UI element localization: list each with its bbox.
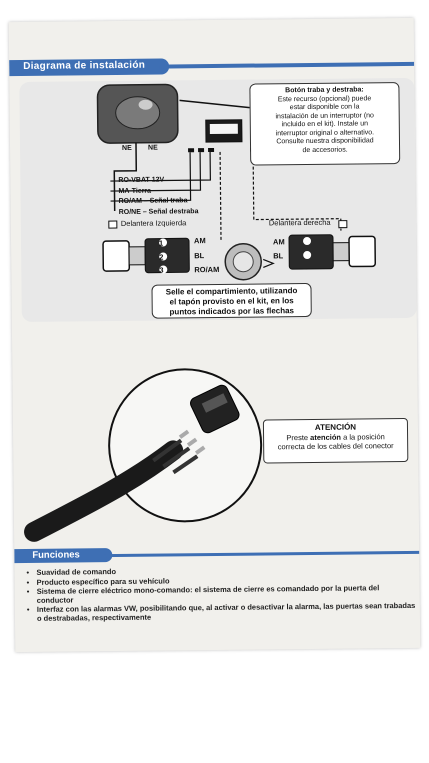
grommet-plug-icon: [224, 242, 275, 281]
switch-icon: [96, 83, 179, 144]
left-lock-actuator-icon: [102, 237, 190, 274]
list-item: Interfaz con las alarmas VW, posibilitan…: [27, 601, 417, 623]
diagram-artwork: [96, 83, 377, 281]
attention-note-box: ATENCIÓN Preste atención a la posición c…: [262, 417, 409, 464]
attention-emphasis: atención: [310, 432, 342, 442]
cable-connector-illustration: [24, 384, 240, 542]
right-lock-actuator-icon: [288, 234, 377, 270]
module-icon: [205, 119, 243, 143]
functions-header-rule: [104, 550, 420, 558]
attention-text: a la posición: [340, 431, 385, 442]
attention-line: correcta de los cables del conector: [277, 441, 394, 452]
connector-housing-icon: [190, 384, 240, 434]
attention-text: Preste: [286, 432, 311, 442]
functions-list: Suavidad de comando Producto específico …: [26, 565, 417, 624]
instruction-sheet: Diagrama de instalación: [8, 17, 421, 653]
functions-title: Funciones: [32, 549, 80, 561]
